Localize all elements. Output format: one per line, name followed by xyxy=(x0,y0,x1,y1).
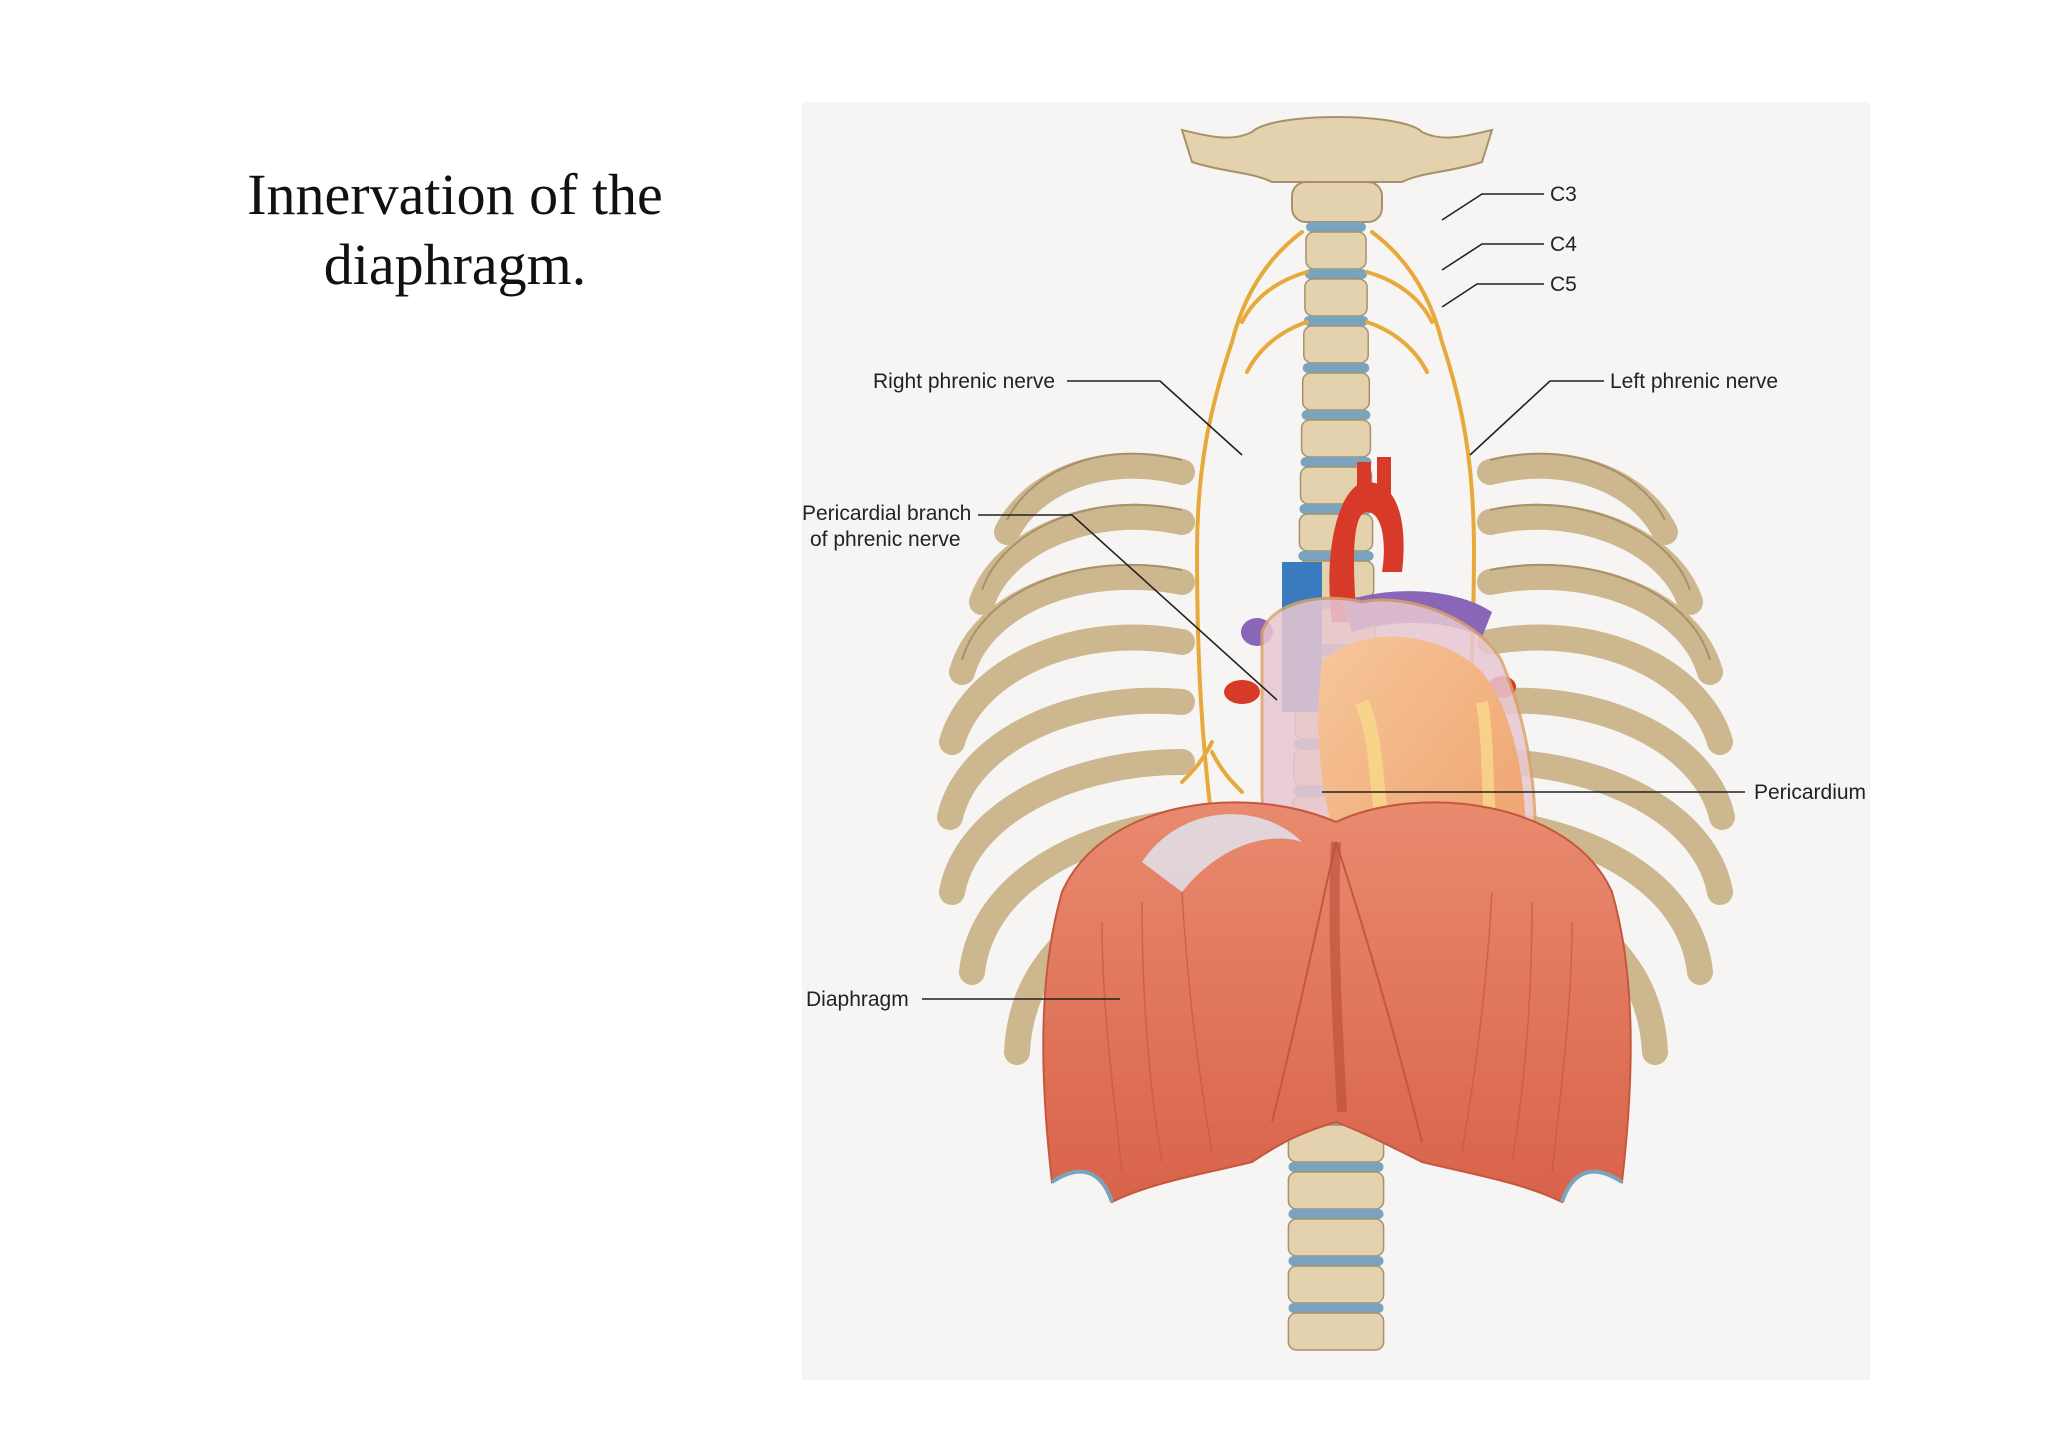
intervertebral-disc xyxy=(1306,222,1366,232)
intervertebral-disc xyxy=(1288,1162,1384,1172)
label-diaphragm: Diaphragm xyxy=(806,988,909,1011)
vertebra xyxy=(1287,1312,1385,1351)
intervertebral-disc xyxy=(1301,410,1371,420)
vertebra xyxy=(1287,1171,1385,1210)
vertebra xyxy=(1300,419,1372,458)
intervertebral-disc xyxy=(1303,316,1369,326)
intervertebral-disc xyxy=(1288,1209,1384,1219)
label-c5: C5 xyxy=(1550,273,1577,296)
label-left-phrenic-nerve: Left phrenic nerve xyxy=(1610,370,1778,393)
intervertebral-disc xyxy=(1288,1256,1384,1266)
intervertebral-disc xyxy=(1288,1303,1384,1313)
intervertebral-disc xyxy=(1302,363,1370,373)
vertebra xyxy=(1287,1218,1385,1257)
leader-lines xyxy=(922,193,1745,1000)
diaphragm-muscle xyxy=(1042,801,1632,1204)
anatomy-figure: C3 C4 C5 Right phrenic nerve Left phreni… xyxy=(802,102,1870,1380)
intervertebral-disc xyxy=(1304,269,1368,279)
label-right-phrenic-nerve: Right phrenic nerve xyxy=(873,370,1055,393)
label-pericardium: Pericardium xyxy=(1754,781,1866,804)
vertebra xyxy=(1301,372,1371,411)
label-c4: C4 xyxy=(1550,233,1577,256)
cervical-spine xyxy=(1180,116,1494,223)
label-pericardial-branch-line1: Pericardial branch xyxy=(802,502,971,525)
vertebra xyxy=(1303,325,1369,364)
vertebra xyxy=(1304,278,1368,317)
title-line-1: Innervation of the xyxy=(247,162,663,227)
slide-title: Innervation of the diaphragm. xyxy=(150,160,760,300)
rib-cage xyxy=(937,452,1735,1065)
anatomy-illustration: C3 C4 C5 Right phrenic nerve Left phreni… xyxy=(802,116,1866,1351)
intervertebral-disc xyxy=(1300,457,1372,467)
label-pericardial-branch-line2: of phrenic nerve xyxy=(810,528,961,551)
rib-outlines xyxy=(961,452,1711,661)
label-c3: C3 xyxy=(1550,183,1577,206)
vertebra xyxy=(1287,1265,1385,1304)
title-line-2: diaphragm. xyxy=(323,232,587,297)
vertebra xyxy=(1305,231,1367,270)
